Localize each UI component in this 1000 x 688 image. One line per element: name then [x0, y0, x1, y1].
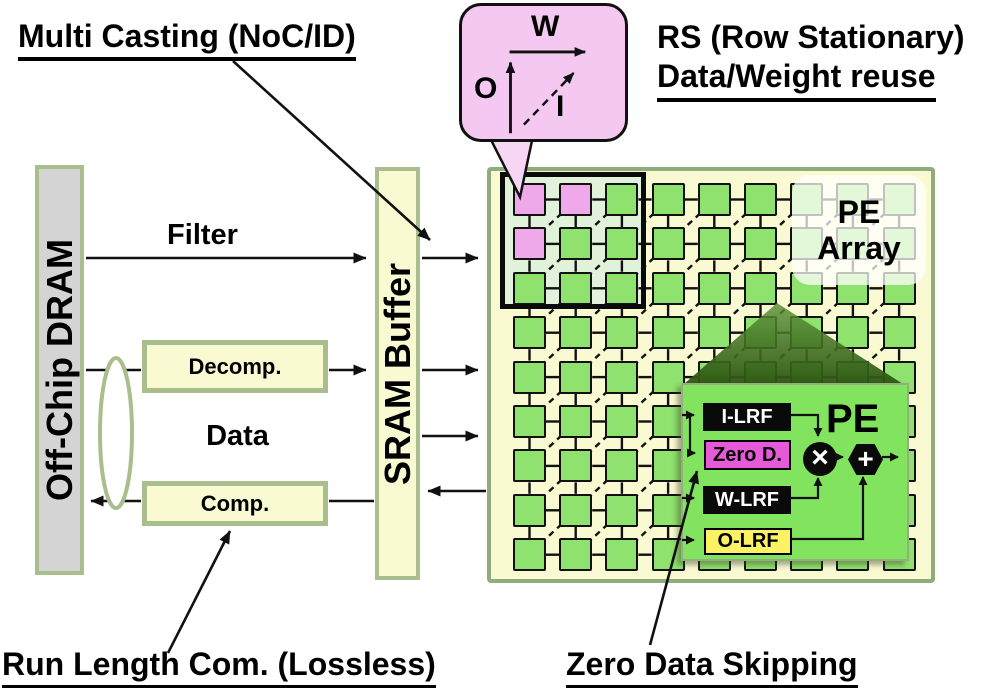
compress-label: Comp.: [200, 490, 270, 516]
i-lrf-label: I-LRF: [721, 405, 773, 428]
pe-cell: [697, 227, 731, 261]
data-flow-label: Data: [206, 420, 269, 452]
off-chip-dram-block: Off-Chip DRAM: [35, 165, 84, 575]
pe-cell: [513, 360, 546, 394]
pe-cell: [697, 316, 731, 350]
pe-cell: [651, 360, 685, 394]
o-lrf-register: O-LRF: [704, 528, 792, 555]
pe-array-label-line2: Array: [817, 230, 901, 266]
compress-block: Comp.: [142, 481, 328, 526]
pe-cell: [882, 316, 916, 350]
pe-cell: [651, 227, 685, 261]
pe-cell: [605, 360, 639, 394]
filter-flow-label: Filter: [167, 219, 238, 251]
pe-cell: [605, 538, 639, 572]
run-length-arrow: [166, 530, 232, 654]
pe-cell: [790, 316, 824, 350]
dataflow-axes: [505, 47, 587, 134]
pe-detail-inset: I-LRF Zero D. W-LRF O-LRF PE × +: [681, 383, 909, 561]
pe-cell: [513, 405, 546, 438]
output-letter: O: [474, 72, 498, 105]
zero-detect-label: Zero D.: [713, 443, 782, 466]
multiply-symbol: ×: [811, 440, 829, 474]
zero-skipping-label: Zero Data Skipping: [566, 646, 858, 688]
pe-cell: [651, 493, 685, 527]
pe-cell: [559, 316, 593, 350]
pe-cell: [559, 538, 593, 572]
multi-casting-label: Multi Casting (NoC/ID): [18, 18, 356, 61]
pe-cell: [605, 449, 639, 483]
pe-cell: [651, 405, 685, 438]
pe-cell: [513, 538, 546, 572]
pe-cell: [744, 316, 777, 350]
rs-line2: Data/Weight reuse: [657, 57, 936, 102]
rs-label: RS (Row Stationary) Data/Weight reuse: [657, 18, 965, 102]
bus-ellipse-icon: [98, 356, 134, 510]
input-diagonal-arrow: [522, 72, 575, 126]
multi-casting-text: Multi Casting (NoC/ID): [18, 18, 356, 61]
decompress-label: Decomp.: [188, 353, 282, 379]
dataflow-bubble: W O I: [459, 3, 628, 142]
o-lrf-label: O-LRF: [717, 530, 779, 552]
i-lrf-register: I-LRF: [703, 403, 791, 431]
pe-cell: [559, 360, 593, 394]
pe-cell: [559, 493, 593, 527]
pe-cell: [559, 405, 593, 438]
pe-cell: [513, 449, 546, 483]
zero-skipping-text: Zero Data Skipping: [566, 646, 858, 688]
pe-array-label: PE Array: [792, 175, 926, 285]
pe-cell: [605, 405, 639, 438]
adder-icon: +: [848, 444, 883, 475]
pe-cell: [651, 449, 685, 483]
pe-cell: [513, 316, 546, 350]
run-length-text: Run Length Com. (Lossless): [2, 646, 436, 688]
sram-buffer-label: SRAM Buffer: [376, 262, 418, 485]
pe-cell: [513, 493, 546, 527]
pe-cell: [651, 183, 685, 216]
pe-cell: [651, 271, 685, 305]
rs-line1: RS (Row Stationary): [657, 19, 965, 55]
pe-cell: [651, 538, 685, 572]
input-letter: I: [556, 90, 565, 123]
zero-detect-register: Zero D.: [704, 440, 791, 470]
multiplier-icon: ×: [803, 442, 837, 476]
add-symbol: +: [857, 442, 874, 474]
pe-cell: [744, 271, 777, 305]
weight-letter: W: [531, 10, 560, 43]
sram-buffer-block: SRAM Buffer: [375, 167, 420, 580]
pe-cell: [744, 183, 777, 216]
multicast-highlight-border: [500, 172, 646, 309]
pe-cell: [744, 227, 777, 261]
pe-cell: [836, 316, 870, 350]
run-length-label: Run Length Com. (Lossless): [2, 646, 436, 688]
pe-cell: [605, 493, 639, 527]
decompress-block: Decomp.: [142, 340, 328, 393]
w-lrf-register: W-LRF: [703, 486, 791, 514]
pe-cell: [697, 271, 731, 305]
pe-array-label-line1: PE: [837, 194, 881, 230]
pe-cell: [605, 316, 639, 350]
pe-detail-title: PE: [826, 397, 880, 441]
off-chip-dram-label: Off-Chip DRAM: [38, 239, 80, 501]
w-lrf-label: W-LRF: [714, 488, 779, 511]
pe-cell: [697, 183, 731, 216]
pe-cell: [559, 449, 593, 483]
pe-cell: [651, 316, 685, 350]
